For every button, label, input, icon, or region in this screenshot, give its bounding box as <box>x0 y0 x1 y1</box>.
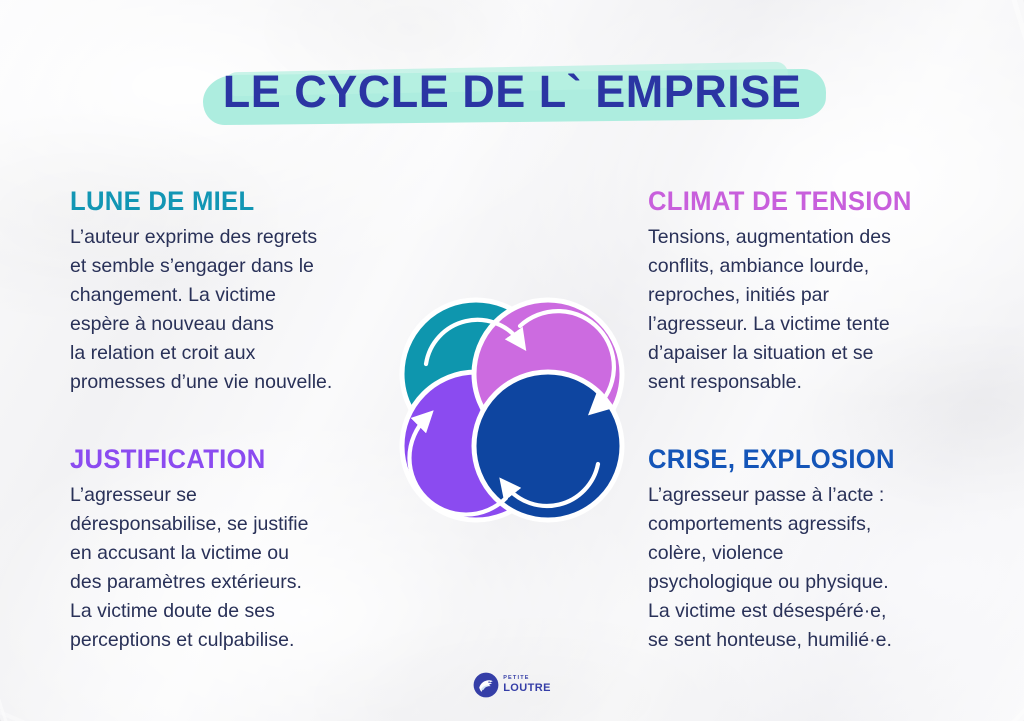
section-heading-justification: JUSTIFICATION <box>70 444 266 474</box>
arrow-lune-de-miel-icon <box>423 317 527 367</box>
section-heading-crise-explosion: CRISE, EXPLOSION <box>648 444 895 474</box>
title-text: LE CYCLE DE L` EMPRISE <box>222 66 802 117</box>
section-body-lune-de-miel: L’auteur exprime des regrets et semble s… <box>70 226 333 393</box>
section-body-crise-explosion: L’agresseur passe à l’acte : comportemen… <box>648 484 892 651</box>
otter-head-icon <box>473 672 499 698</box>
brand-logo-words: PETITE LOUTRE <box>503 676 551 694</box>
page-title: LE CYCLE DE L` EMPRISE <box>0 61 1024 126</box>
brand-logo: PETITE LOUTRE <box>0 672 1024 703</box>
title-wrapper: LE CYCLE DE L` EMPRISE <box>197 61 828 126</box>
circle-crise-explosion <box>471 369 625 523</box>
brand-logo-main-word: LOUTRE <box>503 681 551 694</box>
section-justification: JUSTIFICATION L’agresseur se déresponsab… <box>70 444 400 655</box>
section-lune-de-miel: LUNE DE MIEL L’auteur exprime des regret… <box>70 186 400 397</box>
brand-logo-top-word: PETITE <box>503 675 530 682</box>
arrow-justification-icon <box>407 410 509 517</box>
cycle-diagram <box>388 286 636 534</box>
arrow-crise-explosion-icon <box>499 461 601 509</box>
section-heading-lune-de-miel: LUNE DE MIEL <box>70 186 255 216</box>
section-body-climat-de-tension: Tensions, augmentation des conflits, amb… <box>648 226 891 393</box>
section-heading-climat-de-tension: CLIMAT DE TENSION <box>648 186 912 216</box>
section-body-justification: L’agresseur se déresponsabilise, se just… <box>70 484 309 651</box>
section-crise-explosion: CRISE, EXPLOSION L’agresseur passe à l’a… <box>648 444 968 655</box>
brand-logo-inner: PETITE LOUTRE <box>473 672 551 698</box>
section-climat-de-tension: CLIMAT DE TENSION Tensions, augmentation… <box>648 186 968 397</box>
arrow-climat-de-tension-icon <box>517 309 616 416</box>
